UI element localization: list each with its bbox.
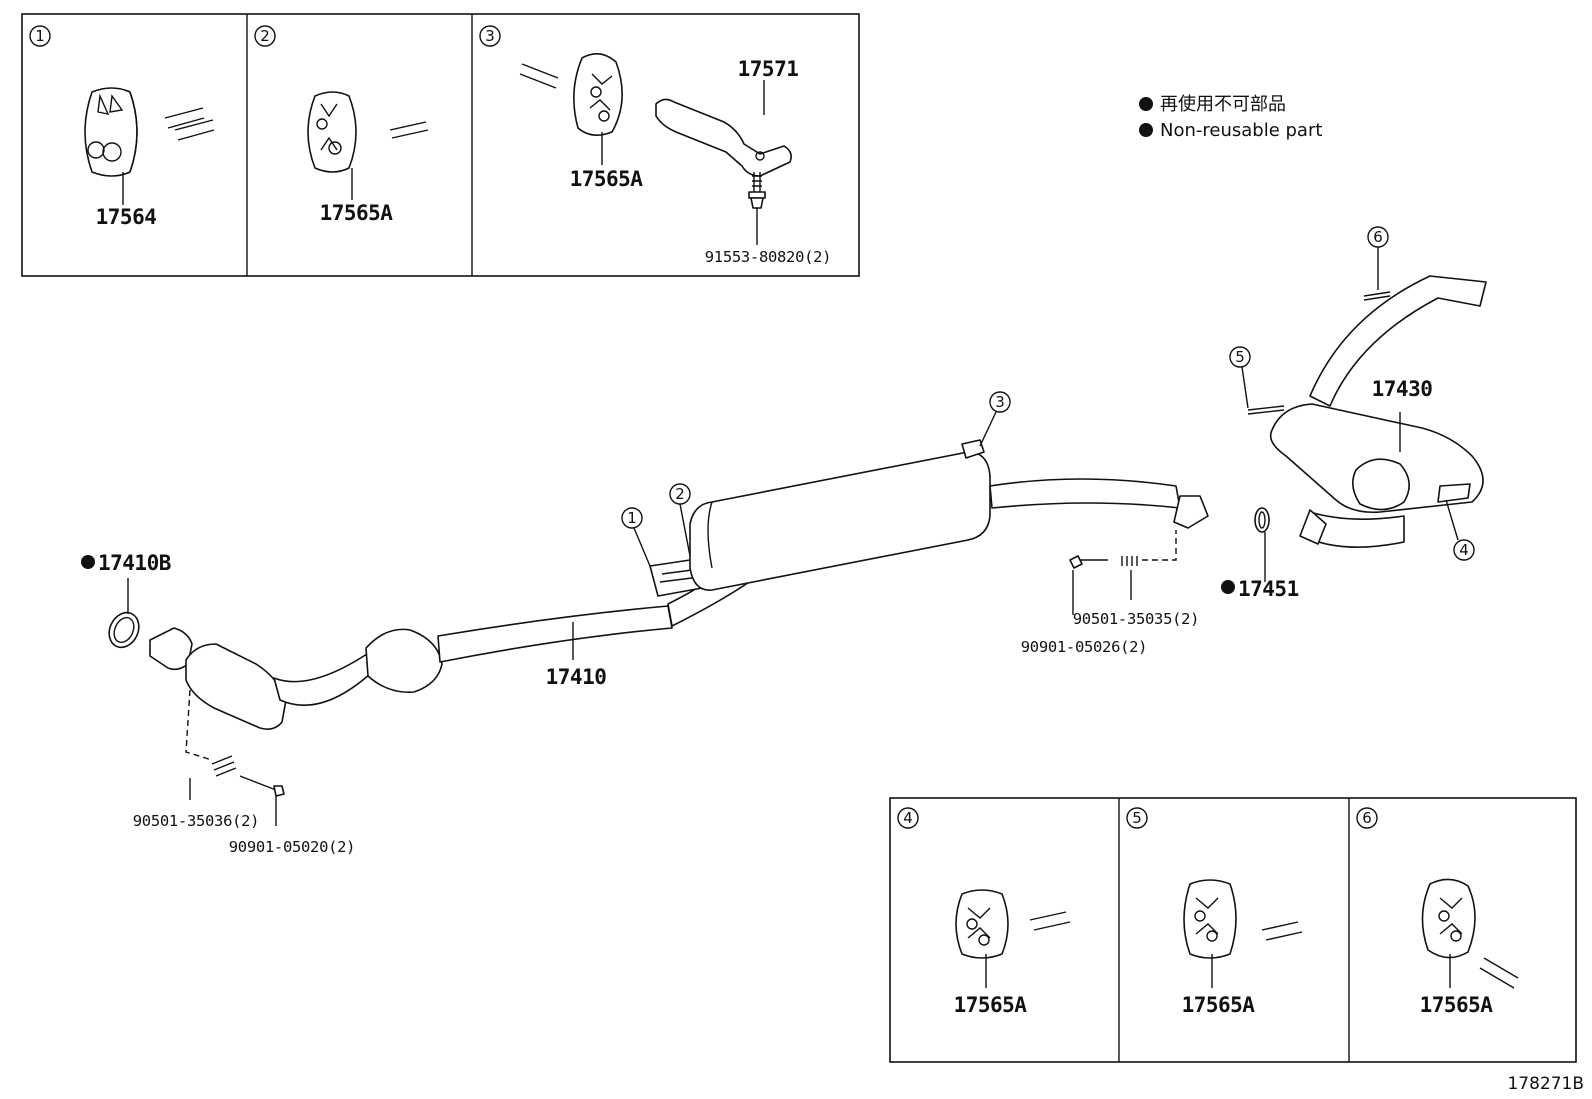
part-17565a-label-2: 17565A	[320, 201, 394, 225]
svg-text:5: 5	[1235, 348, 1245, 366]
front-muffler-icon	[689, 439, 1209, 591]
part-90501-35035-label: 90501-35035(2)	[1073, 610, 1199, 628]
inset-1: 1 17564	[29, 25, 215, 229]
callout-4: 4	[1445, 499, 1475, 561]
inset-4: 4 17565A	[897, 807, 1071, 1017]
gasket-front-icon	[108, 611, 140, 649]
non-reusable-bullet-icon	[1139, 123, 1153, 137]
part-17410-label: 17410	[546, 665, 607, 689]
svg-text:1: 1	[627, 509, 637, 527]
rubber-hanger-17565a-icon	[307, 91, 357, 173]
svg-text:4: 4	[903, 809, 913, 827]
tail-pipe-17430	[1269, 275, 1487, 548]
svg-text:4: 4	[1459, 541, 1469, 559]
bolt-91553-icon	[748, 172, 766, 209]
rubber-hanger-17565a-icon	[1183, 879, 1237, 959]
svg-text:2: 2	[675, 485, 685, 503]
part-17564-label: 17564	[96, 205, 157, 229]
callout-2: 2	[669, 483, 691, 557]
part-17451-label: 17451	[1238, 577, 1299, 601]
rubber-hanger-17565a-icon	[573, 53, 623, 136]
inset-6: 6 17565A	[1356, 807, 1519, 1017]
inset-3-number: 3	[485, 27, 495, 45]
inset-3: 3 17565A 17571 91553-80820(2)	[479, 25, 832, 266]
part-17565a-label-5: 17565A	[1182, 993, 1256, 1017]
inset-5: 5 17565A	[1126, 807, 1303, 1017]
callout-6: 6	[1363, 226, 1391, 301]
legend-en: Non-reusable part	[1160, 120, 1322, 141]
part-90501-35036-label: 90501-35036(2)	[133, 812, 259, 830]
part-17571-label: 17571	[738, 57, 799, 81]
part-17565a-label-6: 17565A	[1420, 993, 1494, 1017]
rubber-hanger-17564-icon	[84, 87, 138, 177]
non-reusable-bullet-icon	[1139, 97, 1153, 111]
part-91553-label: 91553-80820(2)	[705, 248, 831, 266]
svg-text:6: 6	[1373, 228, 1383, 246]
part-17410b-label: 17410B	[98, 551, 171, 575]
part-17565a-label-3: 17565A	[570, 167, 644, 191]
callout-1: 1	[621, 507, 651, 567]
rubber-hanger-17565a-icon	[955, 889, 1009, 959]
legend-jp: 再使用不可部品	[1160, 94, 1286, 115]
inset-group-bottom	[889, 797, 1577, 1063]
diagram-code: 178271B	[1507, 1074, 1584, 1094]
spring-rear-icon	[1121, 556, 1138, 566]
non-reusable-bullet-icon	[81, 555, 95, 569]
svg-text:3: 3	[995, 393, 1005, 411]
bolt-front-icon	[239, 775, 285, 797]
inset-2-number: 2	[260, 27, 270, 45]
part-17565a-label-4: 17565A	[954, 993, 1028, 1017]
front-pipe-17410	[149, 559, 759, 730]
non-reusable-bullet-icon	[1221, 580, 1235, 594]
rubber-hanger-17565a-icon	[1421, 878, 1476, 959]
spring-front-icon	[211, 755, 237, 777]
bracket-17571-icon	[655, 98, 792, 177]
inset-group-top	[21, 13, 860, 277]
inset-2: 2 17565A	[254, 25, 429, 225]
inset-1-number: 1	[35, 27, 45, 45]
part-90901-05020-label: 90901-05020(2)	[229, 838, 355, 856]
callout-3: 3	[979, 391, 1011, 447]
part-90901-05026-label: 90901-05026(2)	[1021, 638, 1147, 656]
gasket-rear-icon	[1254, 507, 1270, 533]
svg-text:6: 6	[1362, 809, 1372, 827]
svg-text:5: 5	[1132, 809, 1142, 827]
legend: 再使用不可部品 Non-reusable part	[1139, 94, 1322, 141]
bolt-rear-icon	[1069, 555, 1108, 569]
part-17430-label: 17430	[1372, 377, 1433, 401]
callout-5: 5	[1229, 346, 1285, 415]
